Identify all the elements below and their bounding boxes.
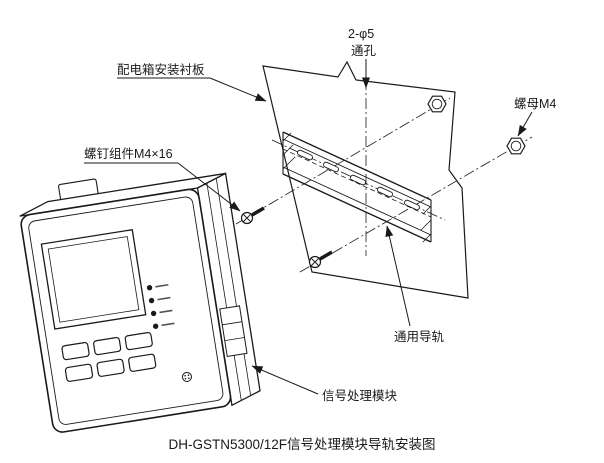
nut-label: 螺母M4 <box>514 97 556 111</box>
rail-slot <box>350 174 366 186</box>
module-label: 信号处理模块 <box>322 389 398 403</box>
module-button <box>93 336 122 356</box>
led-dot <box>152 323 159 329</box>
module-button <box>64 363 94 382</box>
diagram-caption: DH-GSTN5300/12F信号处理模块导轨安装图 <box>168 437 435 452</box>
rail-slot <box>404 199 420 211</box>
module-side-groove-2 <box>215 178 251 396</box>
module-rail-clip-lines <box>222 321 245 342</box>
screw-axis-1 <box>235 97 451 225</box>
rail-slot <box>323 161 339 173</box>
screw-1 <box>240 206 265 225</box>
rail-leader-line <box>385 225 411 327</box>
holes-label-line2: 通孔 <box>351 44 377 58</box>
rail-hatch-left <box>282 132 296 170</box>
nut-leader-line <box>517 111 533 137</box>
rail-fold-top <box>282 138 432 208</box>
module-display-inner <box>47 236 140 323</box>
screw-label: 螺钉组件M4×16 <box>84 147 173 161</box>
rail-slot <box>297 149 313 161</box>
rail-slot <box>377 186 393 198</box>
module-side-groove-1 <box>206 183 242 400</box>
screw-1-shaft <box>251 206 265 217</box>
mounting-plate-outline <box>262 60 469 299</box>
module-button <box>61 341 90 361</box>
led-dot <box>146 285 153 291</box>
nut-2-bore <box>510 140 522 152</box>
module-speaker <box>181 371 192 382</box>
screw-2-slot <box>311 258 319 266</box>
rail-hidden-edge <box>282 148 432 218</box>
screw-1-slot <box>243 214 251 222</box>
screw-2 <box>308 250 333 269</box>
screw-2-shaft <box>319 250 333 261</box>
module-led-block <box>146 283 175 329</box>
plate-label: 配电箱安装衬板 <box>117 62 205 77</box>
screw-leader-line <box>177 162 241 212</box>
rail-outer-bottom <box>282 173 432 243</box>
rail-fold-bottom <box>282 166 432 236</box>
signal-module <box>19 172 261 433</box>
rail-outer-top <box>282 131 432 201</box>
led-dot <box>148 297 155 304</box>
module-button <box>96 358 125 377</box>
nut-1 <box>427 95 447 113</box>
din-rail <box>282 131 432 243</box>
holes-label-line1: 2-φ5 <box>348 27 374 41</box>
module-button <box>124 331 153 351</box>
mounting-plate <box>262 60 469 299</box>
rail-label: 通用导轨 <box>394 330 445 344</box>
module-keypad <box>61 331 157 382</box>
module-button <box>128 353 157 372</box>
led-caption-marks <box>155 283 175 327</box>
led-dot <box>150 310 157 317</box>
rail-slots <box>297 149 420 211</box>
module-rail-clip-slot <box>219 305 248 357</box>
plate-leader-line <box>209 77 267 102</box>
module-leader-line <box>251 365 319 395</box>
leaders <box>84 59 533 395</box>
nut-1-bore <box>431 98 443 110</box>
nut-2 <box>506 137 526 155</box>
rail-hatch-right <box>420 205 432 243</box>
